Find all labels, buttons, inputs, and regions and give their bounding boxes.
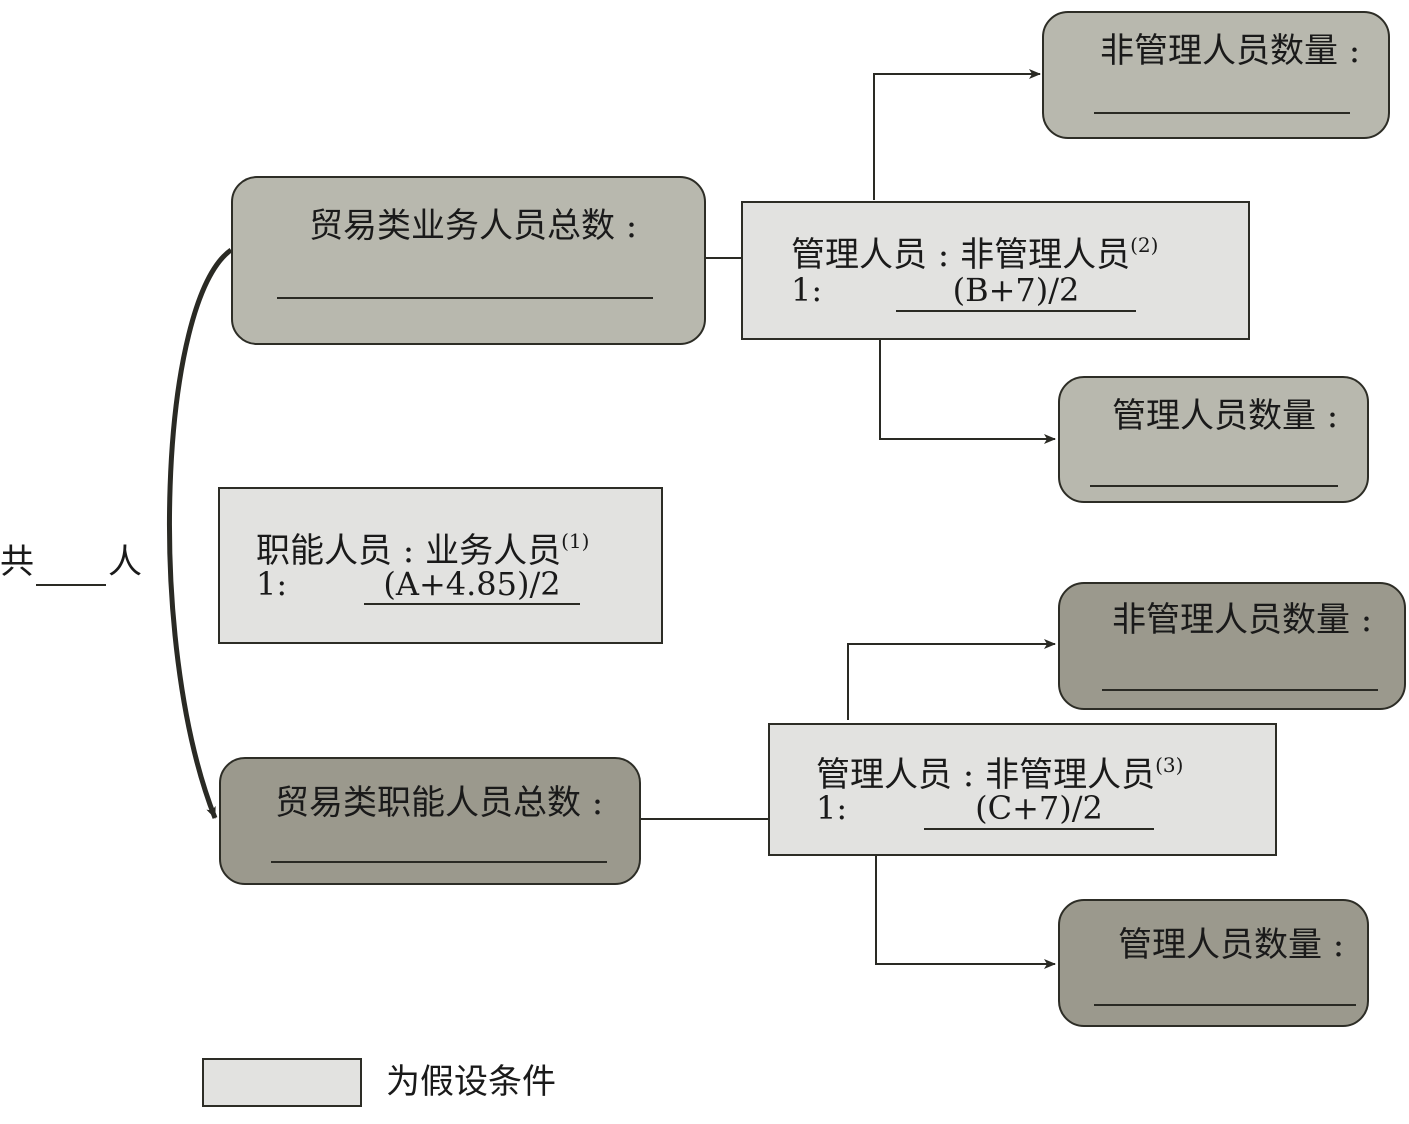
ratio-1-formula: (A+4.85)/2 [383, 565, 561, 603]
ratio-1-text: 职能人员 : 业务人员(1) [256, 521, 589, 571]
ratio-1-left: 1: [256, 565, 288, 603]
business-mgmt-label: 管理人员数量 : [1112, 396, 1339, 436]
ratio-functional-business-box: 职能人员 : 业务人员(1) 1: (A+4.85)/2 [218, 487, 663, 644]
arrow-to-functional-nonmgmt [847, 639, 1056, 720]
arrow-to-business-mgmt [879, 340, 1056, 444]
ratio-3-label: 管理人员 : 非管理人员 [816, 755, 1156, 795]
ratio-1-note: (1) [561, 529, 590, 553]
ratio-3-formula: (C+7)/2 [975, 789, 1103, 827]
functional-total-label: 贸易类职能人员总数 : [275, 783, 604, 823]
ratio-business-mgmt-box: 管理人员 : 非管理人员(2) 1: (B+7)/2 [741, 201, 1250, 340]
ratio-2-label: 管理人员 : 非管理人员 [791, 235, 1131, 275]
business-nonmgmt-blank-line [1094, 112, 1350, 114]
ratio-3-note: (3) [1155, 753, 1184, 777]
arrow-to-business-nonmgmt [873, 69, 1041, 200]
business-nonmgmt-box: 非管理人员数量 : [1042, 11, 1390, 139]
ratio-1-label: 职能人员 : 业务人员 [256, 531, 562, 571]
legend-text: 为假设条件 [386, 1062, 556, 1102]
functional-nonmgmt-blank-line [1102, 689, 1378, 691]
ratio-3-left: 1: [816, 789, 848, 827]
ratio-1-formula-underline [364, 603, 580, 605]
ratio-2-formula-underline [896, 310, 1136, 312]
total-prefix: 共 [0, 542, 34, 582]
functional-nonmgmt-box: 非管理人员数量 : [1058, 582, 1406, 710]
ratio-functional-mgmt-box: 管理人员 : 非管理人员(3) 1: (C+7)/2 [768, 723, 1277, 856]
business-nonmgmt-label: 非管理人员数量 : [1100, 31, 1361, 71]
functional-total-blank-line [271, 861, 607, 863]
functional-mgmt-label: 管理人员数量 : [1118, 925, 1345, 965]
legend-swatch [202, 1058, 362, 1107]
ratio-2-left: 1: [791, 271, 823, 309]
total-suffix: 人 [108, 542, 142, 582]
business-total-label: 贸易类业务人员总数 : [309, 206, 638, 246]
functional-nonmgmt-label: 非管理人员数量 : [1112, 600, 1373, 640]
business-total-blank-line [277, 297, 653, 299]
business-total-box: 贸易类业务人员总数 : [231, 176, 706, 345]
business-mgmt-box: 管理人员数量 : [1058, 376, 1369, 503]
functional-mgmt-box: 管理人员数量 : [1058, 899, 1369, 1027]
functional-total-box: 贸易类职能人员总数 : [219, 757, 641, 885]
arrow-to-functional-mgmt [875, 856, 1056, 969]
curved-arrow-business-to-functional [166, 247, 233, 819]
ratio-2-note: (2) [1130, 233, 1159, 257]
total-blank-line [36, 584, 106, 586]
ratio-2-text: 管理人员 : 非管理人员(2) [791, 225, 1158, 275]
business-mgmt-blank-line [1090, 485, 1338, 487]
ratio-3-formula-underline [924, 828, 1154, 830]
functional-mgmt-blank-line [1094, 1004, 1356, 1006]
ratio-2-formula: (B+7)/2 [952, 271, 1080, 309]
ratio-3-text: 管理人员 : 非管理人员(3) [816, 745, 1183, 795]
